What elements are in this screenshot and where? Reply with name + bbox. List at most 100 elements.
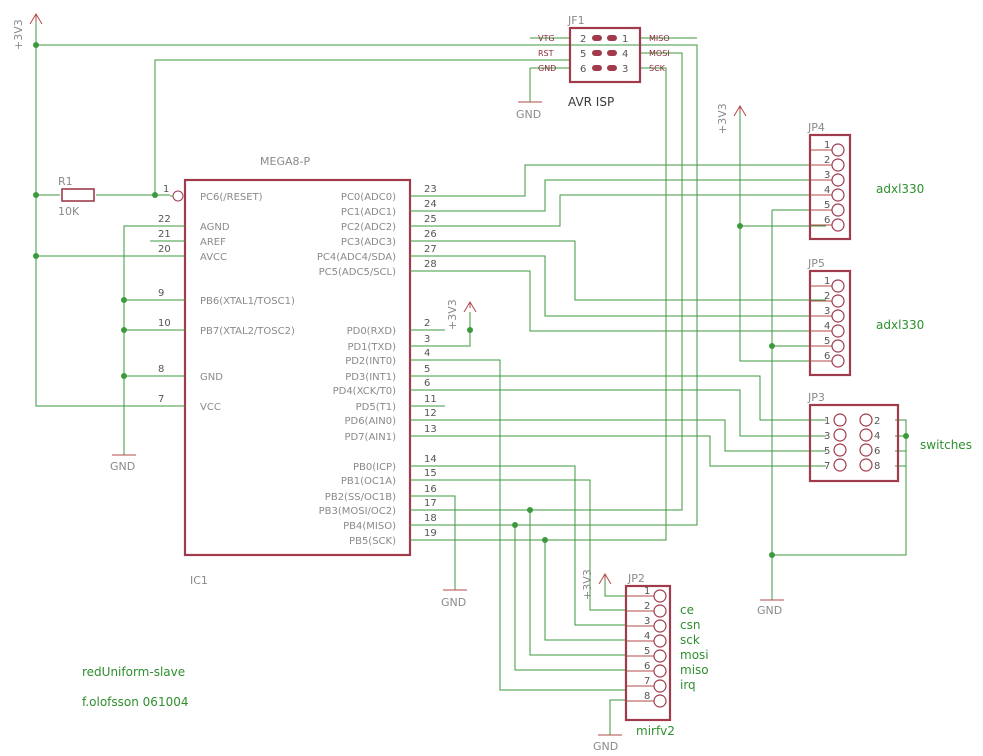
junction-dot <box>512 522 518 528</box>
pd2-wire <box>420 359 626 691</box>
ic1-pin-label: PB4(MISO) <box>343 521 396 532</box>
ic1-pin-label: GND <box>200 372 223 383</box>
power-label-jp4: +3V3 <box>716 103 729 134</box>
header-pad-icon <box>831 294 845 308</box>
reset-wire <box>154 59 570 195</box>
jp2-signal-label: sck <box>680 633 700 647</box>
header-pad-icon <box>831 203 845 217</box>
jp3-name: JP3 <box>807 391 825 404</box>
ic1-pin-number: 13 <box>424 424 437 435</box>
adxl-power-wire <box>739 110 826 362</box>
ic1-pin-number: 18 <box>424 513 437 524</box>
ic1-pin-number: 10 <box>158 318 171 329</box>
jf1-net-label: GND <box>538 64 556 73</box>
power-symbols <box>29 13 747 585</box>
jp2-caption: mirfv2 <box>636 724 675 738</box>
ic1-pin-label: PB2(SS/OC1B) <box>325 492 396 503</box>
junction-dot <box>121 373 127 379</box>
header-pin-number: 1 <box>824 140 830 151</box>
ic1-part: MEGA8-P <box>260 155 310 168</box>
header-pin-number: 5 <box>824 200 830 211</box>
ic1-pin-number: 9 <box>158 288 164 299</box>
gnd-label-jp2: GND <box>593 740 618 753</box>
header-pin-number: 5 <box>824 336 830 347</box>
jf1-net-label: SCK <box>649 64 666 73</box>
ic1-pin-label: PD7(AIN1) <box>344 432 396 443</box>
jf1-body <box>568 26 642 84</box>
header-pad-icon <box>833 413 847 427</box>
jp2-body <box>624 584 672 722</box>
header-pin-number: 8 <box>874 461 880 472</box>
ic1-pin-label: PD4(XCK/T0) <box>333 386 396 397</box>
pc1-wire <box>420 179 826 212</box>
header-pad-icon <box>831 188 845 202</box>
junctions <box>33 42 909 558</box>
ic1-pin-label: PC6(/RESET) <box>200 192 263 203</box>
junction-dot <box>542 537 548 543</box>
header-pin-number: 6 <box>874 446 880 457</box>
ic1-pin-number: 8 <box>158 364 164 375</box>
junction-dot <box>769 552 775 558</box>
power-arrow-icon <box>733 105 747 117</box>
ic1-pin-number: 17 <box>424 498 437 509</box>
header-pad-icon <box>653 679 667 693</box>
gnd-label-adxl: GND <box>757 604 782 617</box>
ic1-pin-label: PD5(T1) <box>356 402 396 413</box>
ic1-pin-number: 7 <box>158 394 164 405</box>
jp3-body <box>808 403 900 483</box>
header-pin-number: 5 <box>824 446 830 457</box>
gnd-label-pb2: GND <box>441 596 466 609</box>
ic1-pin-label: PC1(ADC1) <box>341 207 396 218</box>
pc2-wire <box>420 194 826 227</box>
header-pin-number: 8 <box>644 691 650 702</box>
power-label-jp2: +3V3 <box>581 569 594 600</box>
ic1-pin-number: 1 <box>163 184 169 195</box>
header-pad-icon <box>653 694 667 708</box>
jp2-signal-label: miso <box>680 663 709 677</box>
header-pad-icon <box>653 619 667 633</box>
jf1-pin-number: 3 <box>622 64 628 75</box>
jf1-net-label: VTG <box>538 34 555 43</box>
ic1-pin-number: 3 <box>424 334 430 345</box>
header-pin-number: 7 <box>824 461 830 472</box>
junction-dot <box>769 343 775 349</box>
header-pin-number: 2 <box>824 291 830 302</box>
agnd-wire <box>123 225 185 455</box>
power-label-pd1: +3V3 <box>446 299 459 330</box>
header-pad-icon <box>653 664 667 678</box>
jf1-caption: AVR ISP <box>568 95 614 109</box>
ic1-mega8: MEGA8-P IC1 1PC6(/RESET)22AGND21AREF20AV… <box>150 155 445 587</box>
power-arrow-icon <box>29 13 43 25</box>
ic1-pin-number: 12 <box>424 408 437 419</box>
ic1-pin-label: PD0(RXD) <box>347 326 396 337</box>
pd3-wire <box>420 375 826 421</box>
ic1-pin-label: PB7(XTAL2/TOSC2) <box>200 326 295 337</box>
r1-name: R1 <box>58 175 73 188</box>
ic1-pin-label: PC3(ADC3) <box>341 237 396 248</box>
junction-dot <box>121 297 127 303</box>
gnd-label-ic1: GND <box>110 460 135 473</box>
pc3-wire <box>420 240 826 301</box>
ic1-pin-number: 22 <box>158 214 171 225</box>
header-pin-number: 4 <box>874 431 880 442</box>
pd6-wire <box>420 419 826 452</box>
jp2-name: JP2 <box>627 572 645 585</box>
ic1-pin-label: PB3(MOSI/OC2) <box>319 506 397 517</box>
header-pin-number: 5 <box>644 646 650 657</box>
jp2-miso-wire <box>514 525 626 671</box>
jp2-power-wire <box>604 580 626 597</box>
ic1-pin-number: 5 <box>424 364 430 375</box>
ic1-body <box>183 178 412 557</box>
junction-dot <box>121 327 127 333</box>
pd7-wire <box>420 435 826 467</box>
header-pin-number: 6 <box>824 215 830 226</box>
header-pad-icon <box>859 458 873 472</box>
ic1-pin-number: 21 <box>158 229 171 240</box>
jf1-pad-icon <box>592 65 602 71</box>
